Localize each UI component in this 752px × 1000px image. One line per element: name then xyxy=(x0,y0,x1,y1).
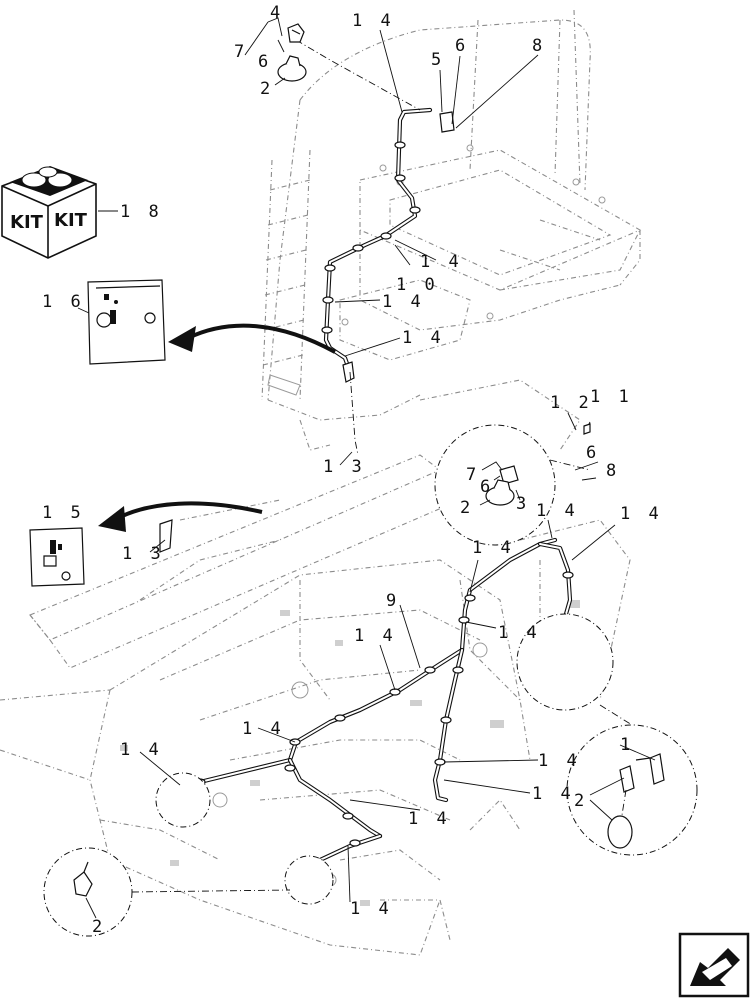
callout-labels: 4 7 6 2 1 4 5 6 8 1 8 1 4 1 0 1 6 1 4 1 … xyxy=(42,3,663,937)
callout-label: 2 xyxy=(260,79,274,99)
callout-label: 1 4 xyxy=(472,538,515,558)
callout-label: 1 4 xyxy=(354,626,397,646)
callout-label: 1 4 xyxy=(382,292,425,312)
callout-label: 1 4 xyxy=(420,252,463,272)
callout-label: 1 5 xyxy=(42,503,85,523)
callout-label: 8 xyxy=(532,36,546,56)
callout-label: 1 4 xyxy=(532,784,575,804)
callout-label: 1 3 xyxy=(323,457,366,477)
clip xyxy=(394,174,406,182)
callout-label: 6 xyxy=(480,477,494,497)
harness-connector-13 xyxy=(159,519,173,553)
callout-label: 1 4 xyxy=(538,751,581,771)
exploded-lamp-detail xyxy=(589,744,665,849)
callout-label: 1 4 xyxy=(402,328,445,348)
clip xyxy=(324,264,336,272)
lower-harness xyxy=(159,519,574,875)
switch-5 xyxy=(439,111,455,133)
callout-label: 3 xyxy=(516,494,530,514)
decal-16 xyxy=(87,279,166,365)
work-lamps xyxy=(163,621,573,899)
callout-label: 1 3 xyxy=(122,544,165,564)
detail-circle-lamp-exploded xyxy=(566,724,698,856)
ghost-chassis xyxy=(0,454,631,956)
callout-label: 9 xyxy=(386,591,400,611)
callout-label: 1 4 xyxy=(242,719,285,739)
callout-label: 5 xyxy=(431,50,445,70)
parts-kit-box-icon: KIT KIT xyxy=(1,166,97,259)
kit-label-right: KIT xyxy=(54,210,88,231)
callout-label: 2 xyxy=(574,791,588,811)
callout-label: 2 xyxy=(460,498,474,518)
callout-label: 6 xyxy=(455,36,469,56)
callout-label: 1 2 xyxy=(550,393,593,413)
callout-label: 1 xyxy=(620,735,634,755)
upper-harness xyxy=(321,107,433,383)
callout-label: 6 xyxy=(586,443,600,463)
callout-label: 1 1 xyxy=(590,387,633,407)
detail-circle-center-lamp xyxy=(284,855,334,905)
cab-switch-assembly xyxy=(439,54,539,133)
ghost-cab-frame xyxy=(261,9,642,451)
callout-label: 1 8 xyxy=(120,202,163,222)
callout-label: 1 4 xyxy=(498,623,541,643)
detail-circle-left-lamp xyxy=(155,772,211,828)
callout-label: 1 4 xyxy=(620,504,663,524)
clip xyxy=(409,206,421,214)
callout-label: 1 4 xyxy=(120,740,163,760)
callout-label: 2 xyxy=(92,917,106,937)
top-lamp-assembly xyxy=(244,17,307,86)
callout-label: 1 6 xyxy=(42,292,85,312)
callout-label: 4 xyxy=(270,3,284,23)
upper-detail-assembly xyxy=(479,412,599,506)
callout-label: 8 xyxy=(606,461,620,481)
bracket-4 xyxy=(287,23,305,43)
callout-label: 1 0 xyxy=(396,275,439,295)
clip xyxy=(394,141,406,149)
clip xyxy=(322,296,334,304)
callout-label: 1 4 xyxy=(536,501,579,521)
clip xyxy=(352,244,364,252)
detail-circles xyxy=(43,39,698,937)
previous-page-arrow-icon[interactable] xyxy=(678,932,750,998)
label-leaders xyxy=(77,29,616,903)
callout-label: 7 xyxy=(234,42,248,62)
lower-left-lamp-detail xyxy=(73,861,97,919)
callout-label: 7 xyxy=(466,465,480,485)
callout-label: 1 4 xyxy=(352,11,395,31)
kit-label-left: KIT xyxy=(10,212,44,233)
callout-label: 1 4 xyxy=(350,899,393,919)
decal-15 xyxy=(29,527,85,587)
detail-circle-right-lamp xyxy=(516,613,614,711)
pointer-arrows xyxy=(98,323,336,532)
clip xyxy=(321,326,333,334)
harness-connector xyxy=(342,361,355,383)
clip xyxy=(380,232,392,240)
callout-label: 1 4 xyxy=(408,809,451,829)
callout-label: 6 xyxy=(258,52,272,72)
lamp-2 xyxy=(277,62,307,82)
